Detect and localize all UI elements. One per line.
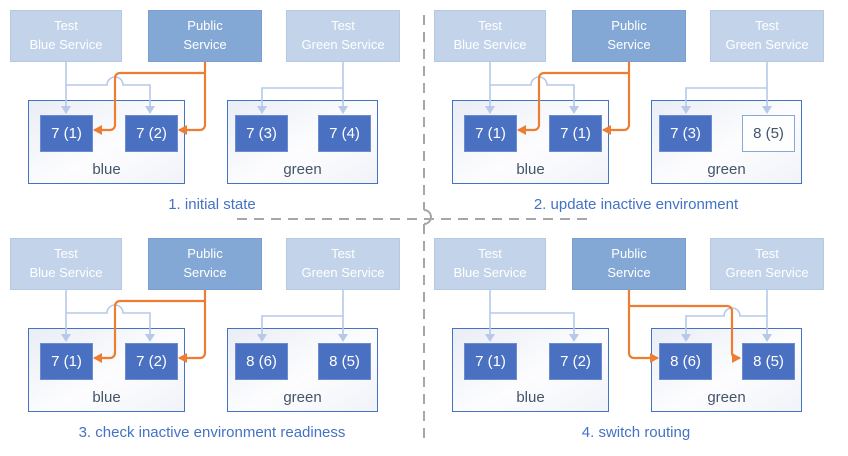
test-blue-service-label: Test Blue Service <box>29 18 103 52</box>
green-environment-box: 8 (6) 8 (5) green <box>227 328 378 412</box>
blue-environment-box: 7 (1) 7 (2) blue <box>28 328 185 412</box>
test-blue-service-box: Test Blue Service <box>10 10 122 62</box>
test-green-service-label: Test Green Service <box>725 18 809 52</box>
green-environment-box: 7 (3) 8 (5) green <box>651 100 802 184</box>
test-blue-service-box: Test Blue Service <box>434 238 546 290</box>
environment-label: blue <box>92 389 121 406</box>
blue-environment-box: 7 (1) 7 (1) blue <box>452 100 609 184</box>
test-blue-service-label: Test Blue Service <box>453 18 527 52</box>
blue-environment-box: 7 (1) 7 (2) blue <box>452 328 609 412</box>
environment-label: blue <box>516 389 545 406</box>
environment-label: blue <box>516 161 545 178</box>
pod-box: 7 (1) <box>464 115 517 152</box>
pod-box: 7 (2) <box>125 343 178 380</box>
panel-caption: 2. update inactive environment <box>533 196 739 213</box>
pod-box: 8 (6) <box>235 343 288 380</box>
environment-label: green <box>283 389 322 406</box>
green-environment-box: 7 (3) 7 (4) green <box>227 100 378 184</box>
public-service-label: Public Service <box>183 18 227 52</box>
pod-box: 8 (6) <box>659 343 712 380</box>
public-service-box: Public Service <box>572 238 686 290</box>
pod-box: 8 (5) <box>742 343 795 380</box>
green-environment-box: 8 (6) 8 (5) green <box>651 328 802 412</box>
environment-label: green <box>707 161 746 178</box>
test-green-service-box: Test Green Service <box>710 10 824 62</box>
public-service-label: Public Service <box>183 246 227 280</box>
pod-box: 7 (1) <box>464 343 517 380</box>
pod-box: 7 (2) <box>125 115 178 152</box>
public-service-box: Public Service <box>148 238 262 290</box>
public-service-label: Public Service <box>607 18 651 52</box>
pod-box-new-version: 8 (5) <box>742 115 795 152</box>
panel-4-switch-routing: Test Blue Service Public Service Test Gr… <box>424 228 848 456</box>
test-green-service-label: Test Green Service <box>301 246 385 280</box>
pod-box: 7 (3) <box>659 115 712 152</box>
test-blue-service-box: Test Blue Service <box>10 238 122 290</box>
test-blue-service-label: Test Blue Service <box>29 246 103 280</box>
panel-3-check-inactive-environment-readiness: Test Blue Service Public Service Test Gr… <box>0 228 424 456</box>
test-blue-service-box: Test Blue Service <box>434 10 546 62</box>
test-green-service-box: Test Green Service <box>286 10 400 62</box>
test-green-service-box: Test Green Service <box>710 238 824 290</box>
panel-caption: 1. initial state <box>168 196 256 213</box>
pod-box: 7 (1) <box>40 343 93 380</box>
panel-caption: 3. check inactive environment readiness <box>78 424 346 441</box>
test-blue-service-label: Test Blue Service <box>453 246 527 280</box>
public-service-box: Public Service <box>148 10 262 62</box>
test-green-service-label: Test Green Service <box>725 246 809 280</box>
environment-label: blue <box>92 161 121 178</box>
pod-box: 7 (3) <box>235 115 288 152</box>
panel-2-update-inactive-environment: Test Blue Service Public Service Test Gr… <box>424 0 848 228</box>
test-green-service-label: Test Green Service <box>301 18 385 52</box>
environment-label: green <box>283 161 322 178</box>
test-green-service-box: Test Green Service <box>286 238 400 290</box>
environment-label: green <box>707 389 746 406</box>
public-service-box: Public Service <box>572 10 686 62</box>
pod-box: 8 (5) <box>318 343 371 380</box>
panel-caption: 4. switch routing <box>581 424 691 441</box>
pod-box: 7 (4) <box>318 115 371 152</box>
pod-box: 7 (1) <box>549 115 602 152</box>
panel-1-initial-state: Test Blue Service Public Service Test Gr… <box>0 0 424 228</box>
pod-box: 7 (2) <box>549 343 602 380</box>
pod-box: 7 (1) <box>40 115 93 152</box>
public-service-label: Public Service <box>607 246 651 280</box>
blue-environment-box: 7 (1) 7 (2) blue <box>28 100 185 184</box>
